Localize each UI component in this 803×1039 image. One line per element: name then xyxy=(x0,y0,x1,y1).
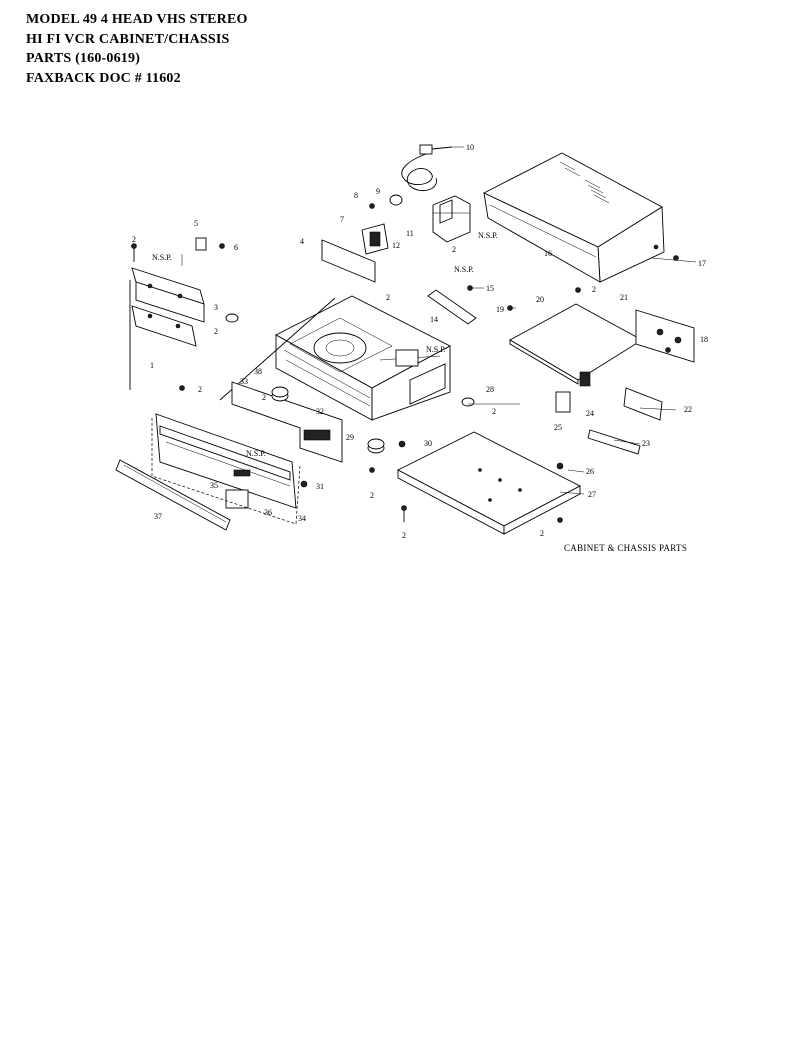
header-line-faxback: FAXBACK DOC # 11602 xyxy=(26,70,181,86)
callout-2: 2 xyxy=(132,235,136,244)
callout-23: 23 xyxy=(642,439,650,448)
callout-12: 12 xyxy=(392,241,400,250)
callout-1: 1 xyxy=(150,361,154,370)
callout-34: 34 xyxy=(298,514,306,523)
nsp-label: N.S.P. xyxy=(246,449,266,458)
callout-2: 2 xyxy=(592,285,596,294)
callout-2: 2 xyxy=(540,529,544,538)
callout-2: 2 xyxy=(452,245,456,254)
callout-labels: 1 2 2 2 2 2 2 2 2 2 2 2 3 4 5 6 7 8 9 10… xyxy=(132,143,708,540)
bottom-plate-27 xyxy=(397,431,581,535)
callout-24: 24 xyxy=(586,409,594,418)
power-cord xyxy=(401,144,453,192)
header-line-description: HI FI VCR CABINET/CHASSIS xyxy=(26,31,230,47)
leader-lines xyxy=(181,146,697,495)
main-board-20 xyxy=(509,303,643,413)
callout-29: 29 xyxy=(346,433,354,442)
diagram-caption: CABINET & CHASSIS PARTS xyxy=(564,543,687,553)
callout-31: 31 xyxy=(316,482,324,491)
callout-2: 2 xyxy=(198,385,202,394)
callout-16: 16 xyxy=(544,249,552,258)
callout-8: 8 xyxy=(354,191,358,200)
bracket-11 xyxy=(432,195,471,243)
top-cover xyxy=(482,152,665,283)
callout-14: 14 xyxy=(430,315,438,324)
nsp-label: N.S.P. xyxy=(426,345,446,354)
callout-37: 37 xyxy=(154,512,162,521)
callout-15: 15 xyxy=(486,284,494,293)
feet-and-screws xyxy=(131,194,679,523)
callout-38: 38 xyxy=(254,367,262,376)
callout-27: 27 xyxy=(588,490,596,499)
head-part-7 xyxy=(361,223,389,255)
circuit-board-4 xyxy=(321,239,376,283)
left-brackets xyxy=(129,267,205,390)
callout-2: 2 xyxy=(492,407,496,416)
front-bracket-33 xyxy=(231,381,343,463)
callout-25: 25 xyxy=(554,423,562,432)
nsp-label: N.S.P. xyxy=(152,253,172,262)
callout-21: 21 xyxy=(620,293,628,302)
door-bar-37 xyxy=(115,459,231,531)
callout-18: 18 xyxy=(700,335,708,344)
callout-7: 7 xyxy=(340,215,344,224)
nsp-label: N.S.P. xyxy=(454,265,474,274)
callout-6: 6 xyxy=(234,243,238,252)
callout-20: 20 xyxy=(536,295,544,304)
front-panel xyxy=(151,413,301,525)
callout-35: 35 xyxy=(210,481,218,490)
callout-36: 36 xyxy=(264,508,272,517)
callout-10: 10 xyxy=(466,143,474,152)
nsp-label: N.S.P. xyxy=(478,231,498,240)
callout-4: 4 xyxy=(300,237,304,246)
main-chassis xyxy=(219,295,451,421)
callout-30: 30 xyxy=(424,439,432,448)
callout-2: 2 xyxy=(386,293,390,302)
callout-19: 19 xyxy=(496,305,504,314)
callout-2: 2 xyxy=(262,393,266,402)
bracket-14 xyxy=(427,289,477,325)
callout-5: 5 xyxy=(194,219,198,228)
header-line-parts: PARTS (160-0619) xyxy=(26,51,141,66)
callout-2: 2 xyxy=(402,531,406,540)
callout-2: 2 xyxy=(214,327,218,336)
callout-22: 22 xyxy=(684,405,692,414)
header-line-model: MODEL 49 4 HEAD VHS STEREO xyxy=(26,12,248,27)
document-header: MODEL 49 4 HEAD VHS STEREO HI FI VCR CAB… xyxy=(26,10,248,88)
callout-9: 9 xyxy=(376,187,380,196)
callout-26: 26 xyxy=(586,467,594,476)
small-boards xyxy=(587,387,663,455)
callout-3: 3 xyxy=(214,303,218,312)
callout-11: 11 xyxy=(406,229,414,238)
callout-33: 33 xyxy=(240,377,248,386)
rear-board-18 xyxy=(635,309,695,363)
callout-17: 17 xyxy=(698,259,706,268)
callout-2: 2 xyxy=(370,491,374,500)
callout-28: 28 xyxy=(486,385,494,394)
callout-32: 32 xyxy=(316,407,324,416)
